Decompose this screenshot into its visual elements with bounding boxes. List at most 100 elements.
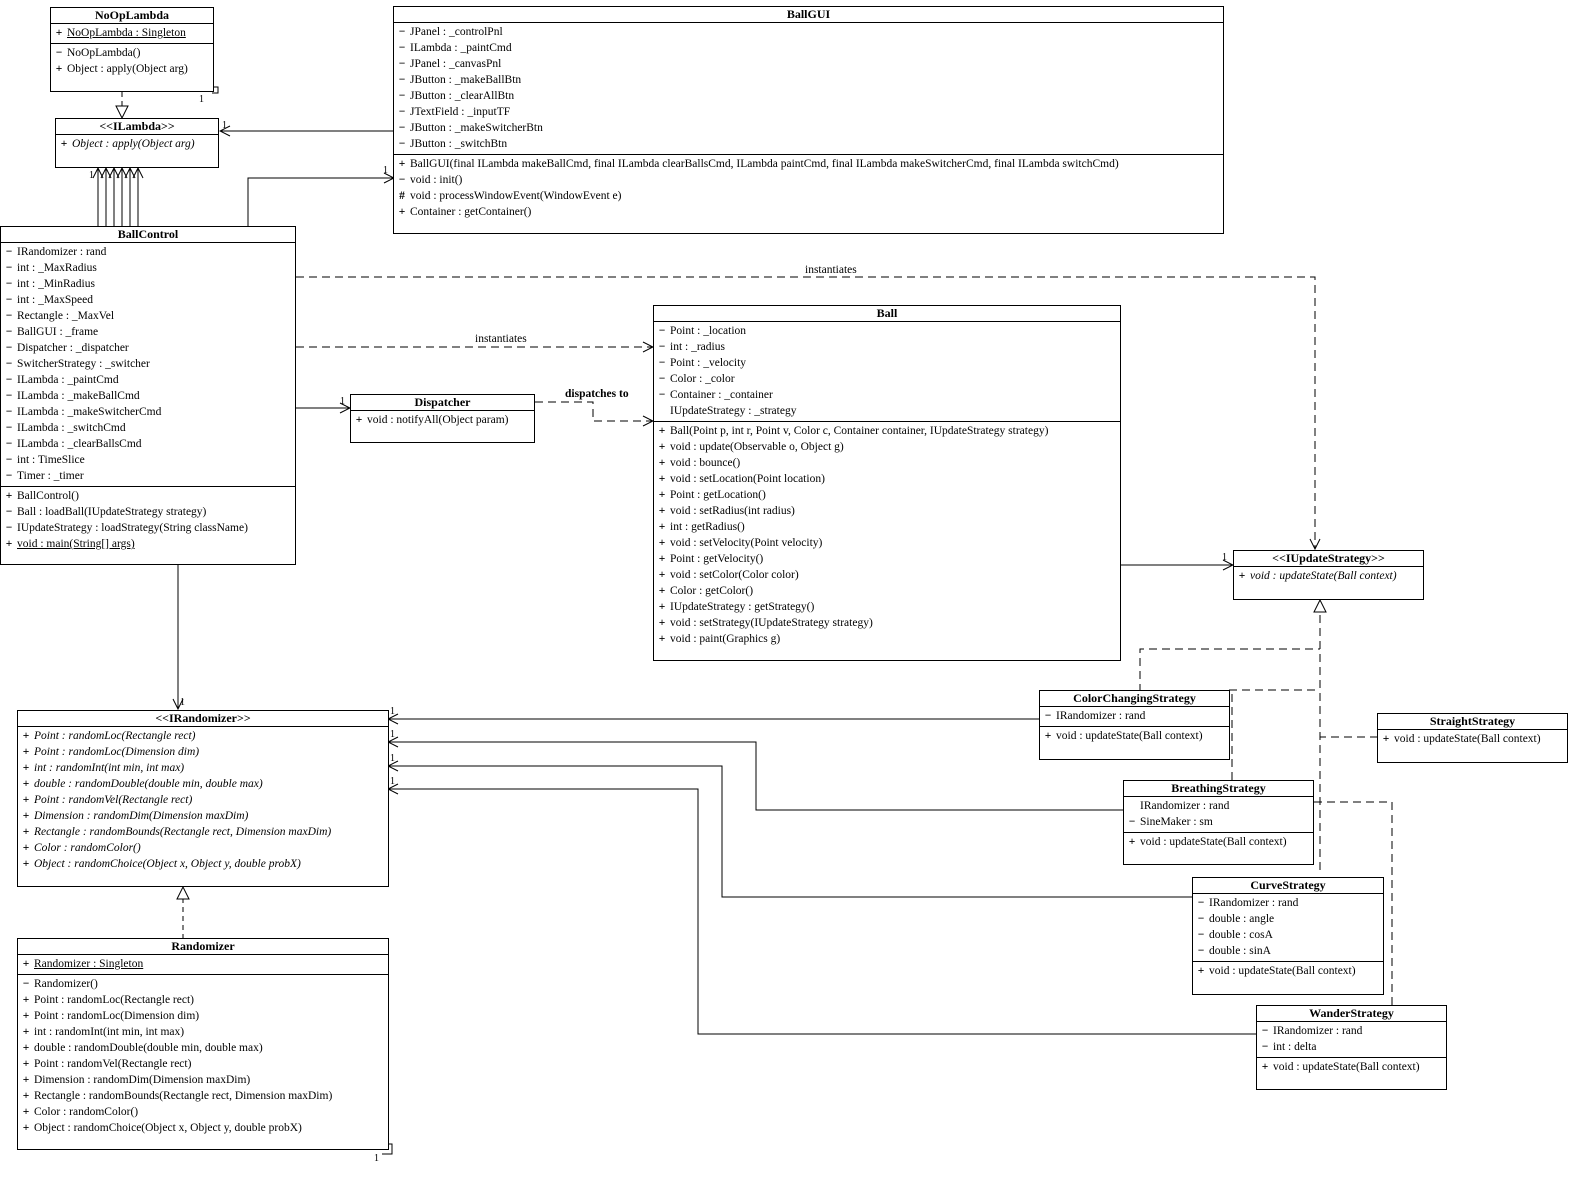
member-text: IRandomizer : rand <box>1056 710 1146 722</box>
visibility-marker: + <box>658 569 666 581</box>
interface-iupdatestrategy[interactable]: <<IUpdateStrategy>>+void : updateState(B… <box>1233 550 1424 600</box>
attribute-row: −ILambda : _clearBallsCmd <box>1 436 295 452</box>
operation-row: + Object : randomChoice(Object x, Object … <box>18 1120 388 1136</box>
member-text: int : _MaxRadius <box>17 262 97 274</box>
visibility-marker: + <box>22 826 30 838</box>
class-name: NoOpLambda <box>51 8 213 24</box>
member-text: void : init() <box>410 174 463 186</box>
member-text: IRandomizer : rand <box>1273 1025 1363 1037</box>
operation-row: +Object : apply(Object arg) <box>56 136 218 152</box>
visibility-marker: + <box>658 633 666 645</box>
visibility-marker: + <box>55 63 63 75</box>
operation-row: +Point : randomLoc(Rectangle rect) <box>18 728 388 744</box>
class-curvestrategy[interactable]: CurveStrategy−IRandomizer : rand−double … <box>1192 877 1384 995</box>
visibility-marker: − <box>5 326 13 338</box>
operation-row: +Object : randomChoice(Object x, Object … <box>18 856 388 872</box>
operation-row: #void : processWindowEvent(WindowEvent e… <box>394 188 1223 204</box>
operation-row: +void : setColor(Color color) <box>654 567 1120 583</box>
multiplicity-label: 1 <box>374 1153 379 1164</box>
class-noop-lambda[interactable]: NoOpLambda+NoOpLambda : Singleton−NoOpLa… <box>50 7 214 92</box>
multiplicity-label: 1 <box>390 753 395 764</box>
interface-ilambda[interactable]: <<ILambda>>+Object : apply(Object arg) <box>55 118 219 168</box>
attribute-row: +Randomizer : Singleton <box>18 956 388 972</box>
visibility-marker: − <box>658 325 666 337</box>
attributes-section: −IRandomizer : rand−int : delta <box>1257 1022 1446 1057</box>
member-text: void : setVelocity(Point velocity) <box>670 537 823 549</box>
member-text: Object : randomChoice(Object x, Object y… <box>34 858 301 870</box>
visibility-marker: − <box>658 389 666 401</box>
operation-row: +IUpdateStrategy : getStrategy() <box>654 599 1120 615</box>
multiplicity-label: 1 <box>340 396 345 407</box>
member-text: void : bounce() <box>670 457 741 469</box>
operation-row: +double : randomDouble(double min, doubl… <box>18 776 388 792</box>
attribute-row: −Point : _velocity <box>654 355 1120 371</box>
class-ballgui[interactable]: BallGUI−JPanel : _controlPnl−ILambda : _… <box>393 6 1224 234</box>
operation-row: +void : setLocation(Point location) <box>654 471 1120 487</box>
operation-row: +void : paint(Graphics g) <box>654 631 1120 647</box>
multiplicity-label: 1 <box>89 170 94 181</box>
visibility-marker: − <box>5 390 13 402</box>
member-text: Point : randomLoc(Rectangle rect) <box>34 730 196 742</box>
class-ball[interactable]: Ball−Point : _location−int : _radius−Poi… <box>653 305 1121 661</box>
member-text: ILambda : _clearBallsCmd <box>17 438 142 450</box>
member-text: BallControl() <box>17 490 79 502</box>
visibility-marker: + <box>22 842 30 854</box>
class-randomizer[interactable]: Randomizer+Randomizer : Singleton−Random… <box>17 938 389 1150</box>
operation-row: +Rectangle : randomBounds(Rectangle rect… <box>18 824 388 840</box>
visibility-marker: + <box>22 1010 30 1022</box>
attribute-row: −double : sinA <box>1193 943 1383 959</box>
member-text: Ball : loadBall(IUpdateStrategy strategy… <box>17 506 207 518</box>
visibility-marker: − <box>1197 897 1205 909</box>
operation-row: +Point : getVelocity() <box>654 551 1120 567</box>
operation-row: +Point : randomLoc(Dimension dim) <box>18 1008 388 1024</box>
class-name: BallGUI <box>394 7 1223 23</box>
attribute-row: −ILambda : _switchCmd <box>1 420 295 436</box>
visibility-marker: + <box>1261 1061 1269 1073</box>
visibility-marker: + <box>22 1122 30 1134</box>
operation-row: +Object : apply(Object arg) <box>51 61 213 77</box>
operation-row: +Color : randomColor() <box>18 1104 388 1120</box>
member-text: ILambda : _makeBallCmd <box>17 390 140 402</box>
visibility-marker: − <box>5 278 13 290</box>
visibility-marker: − <box>5 342 13 354</box>
attribute-row: −int : _radius <box>654 339 1120 355</box>
visibility-marker: + <box>658 521 666 533</box>
visibility-marker: + <box>398 158 406 170</box>
visibility-marker: + <box>658 505 666 517</box>
attribute-row: +NoOpLambda : Singleton <box>51 25 213 41</box>
visibility-marker: + <box>22 762 30 774</box>
attribute-row: −IRandomizer : rand <box>1040 708 1229 724</box>
visibility-marker: + <box>658 617 666 629</box>
member-text: double : randomDouble(double min, double… <box>34 1042 263 1054</box>
attribute-row: −Timer : _timer <box>1 468 295 484</box>
visibility-marker: − <box>5 358 13 370</box>
member-text: void : setStrategy(IUpdateStrategy strat… <box>670 617 873 629</box>
attribute-row: −int : TimeSlice <box>1 452 295 468</box>
attribute-row: −JButton : _makeBallBtn <box>394 72 1223 88</box>
visibility-marker: − <box>5 246 13 258</box>
class-colorchangingstrategy[interactable]: ColorChangingStrategy−IRandomizer : rand… <box>1039 690 1230 760</box>
class-dispatcher[interactable]: Dispatcher+void : notifyAll(Object param… <box>350 394 535 443</box>
member-text: int : _radius <box>670 341 725 353</box>
multiplicity-label: 1 <box>1222 552 1227 563</box>
operation-row: +void : notifyAll(Object param) <box>351 412 534 428</box>
curve-irandomizer-link <box>388 766 1193 898</box>
operation-row: +BallControl() <box>1 488 295 504</box>
class-name: ColorChangingStrategy <box>1040 691 1229 707</box>
visibility-marker: + <box>1238 570 1246 582</box>
class-wanderstrategy[interactable]: WanderStrategy−IRandomizer : rand−int : … <box>1256 1005 1447 1090</box>
visibility-marker: − <box>5 438 13 450</box>
operations-section: +BallGUI(final ILambda makeBallCmd, fina… <box>394 154 1223 222</box>
visibility-marker: − <box>5 262 13 274</box>
visibility-marker: − <box>398 138 406 150</box>
visibility-marker: − <box>1261 1041 1269 1053</box>
member-text: void : updateState(Ball context) <box>1394 733 1541 745</box>
member-text: void : setRadius(int radius) <box>670 505 795 517</box>
attribute-row: −Color : _color <box>654 371 1120 387</box>
class-ballcontrol[interactable]: BallControl−IRandomizer : rand−int : _Ma… <box>0 226 296 565</box>
interface-irandomizer[interactable]: <<IRandomizer>>+Point : randomLoc(Rectan… <box>17 710 389 887</box>
member-text: Object : randomChoice(Object x, Object y… <box>34 1122 302 1134</box>
class-straightstrategy[interactable]: StraightStrategy+void : updateState(Ball… <box>1377 713 1568 763</box>
